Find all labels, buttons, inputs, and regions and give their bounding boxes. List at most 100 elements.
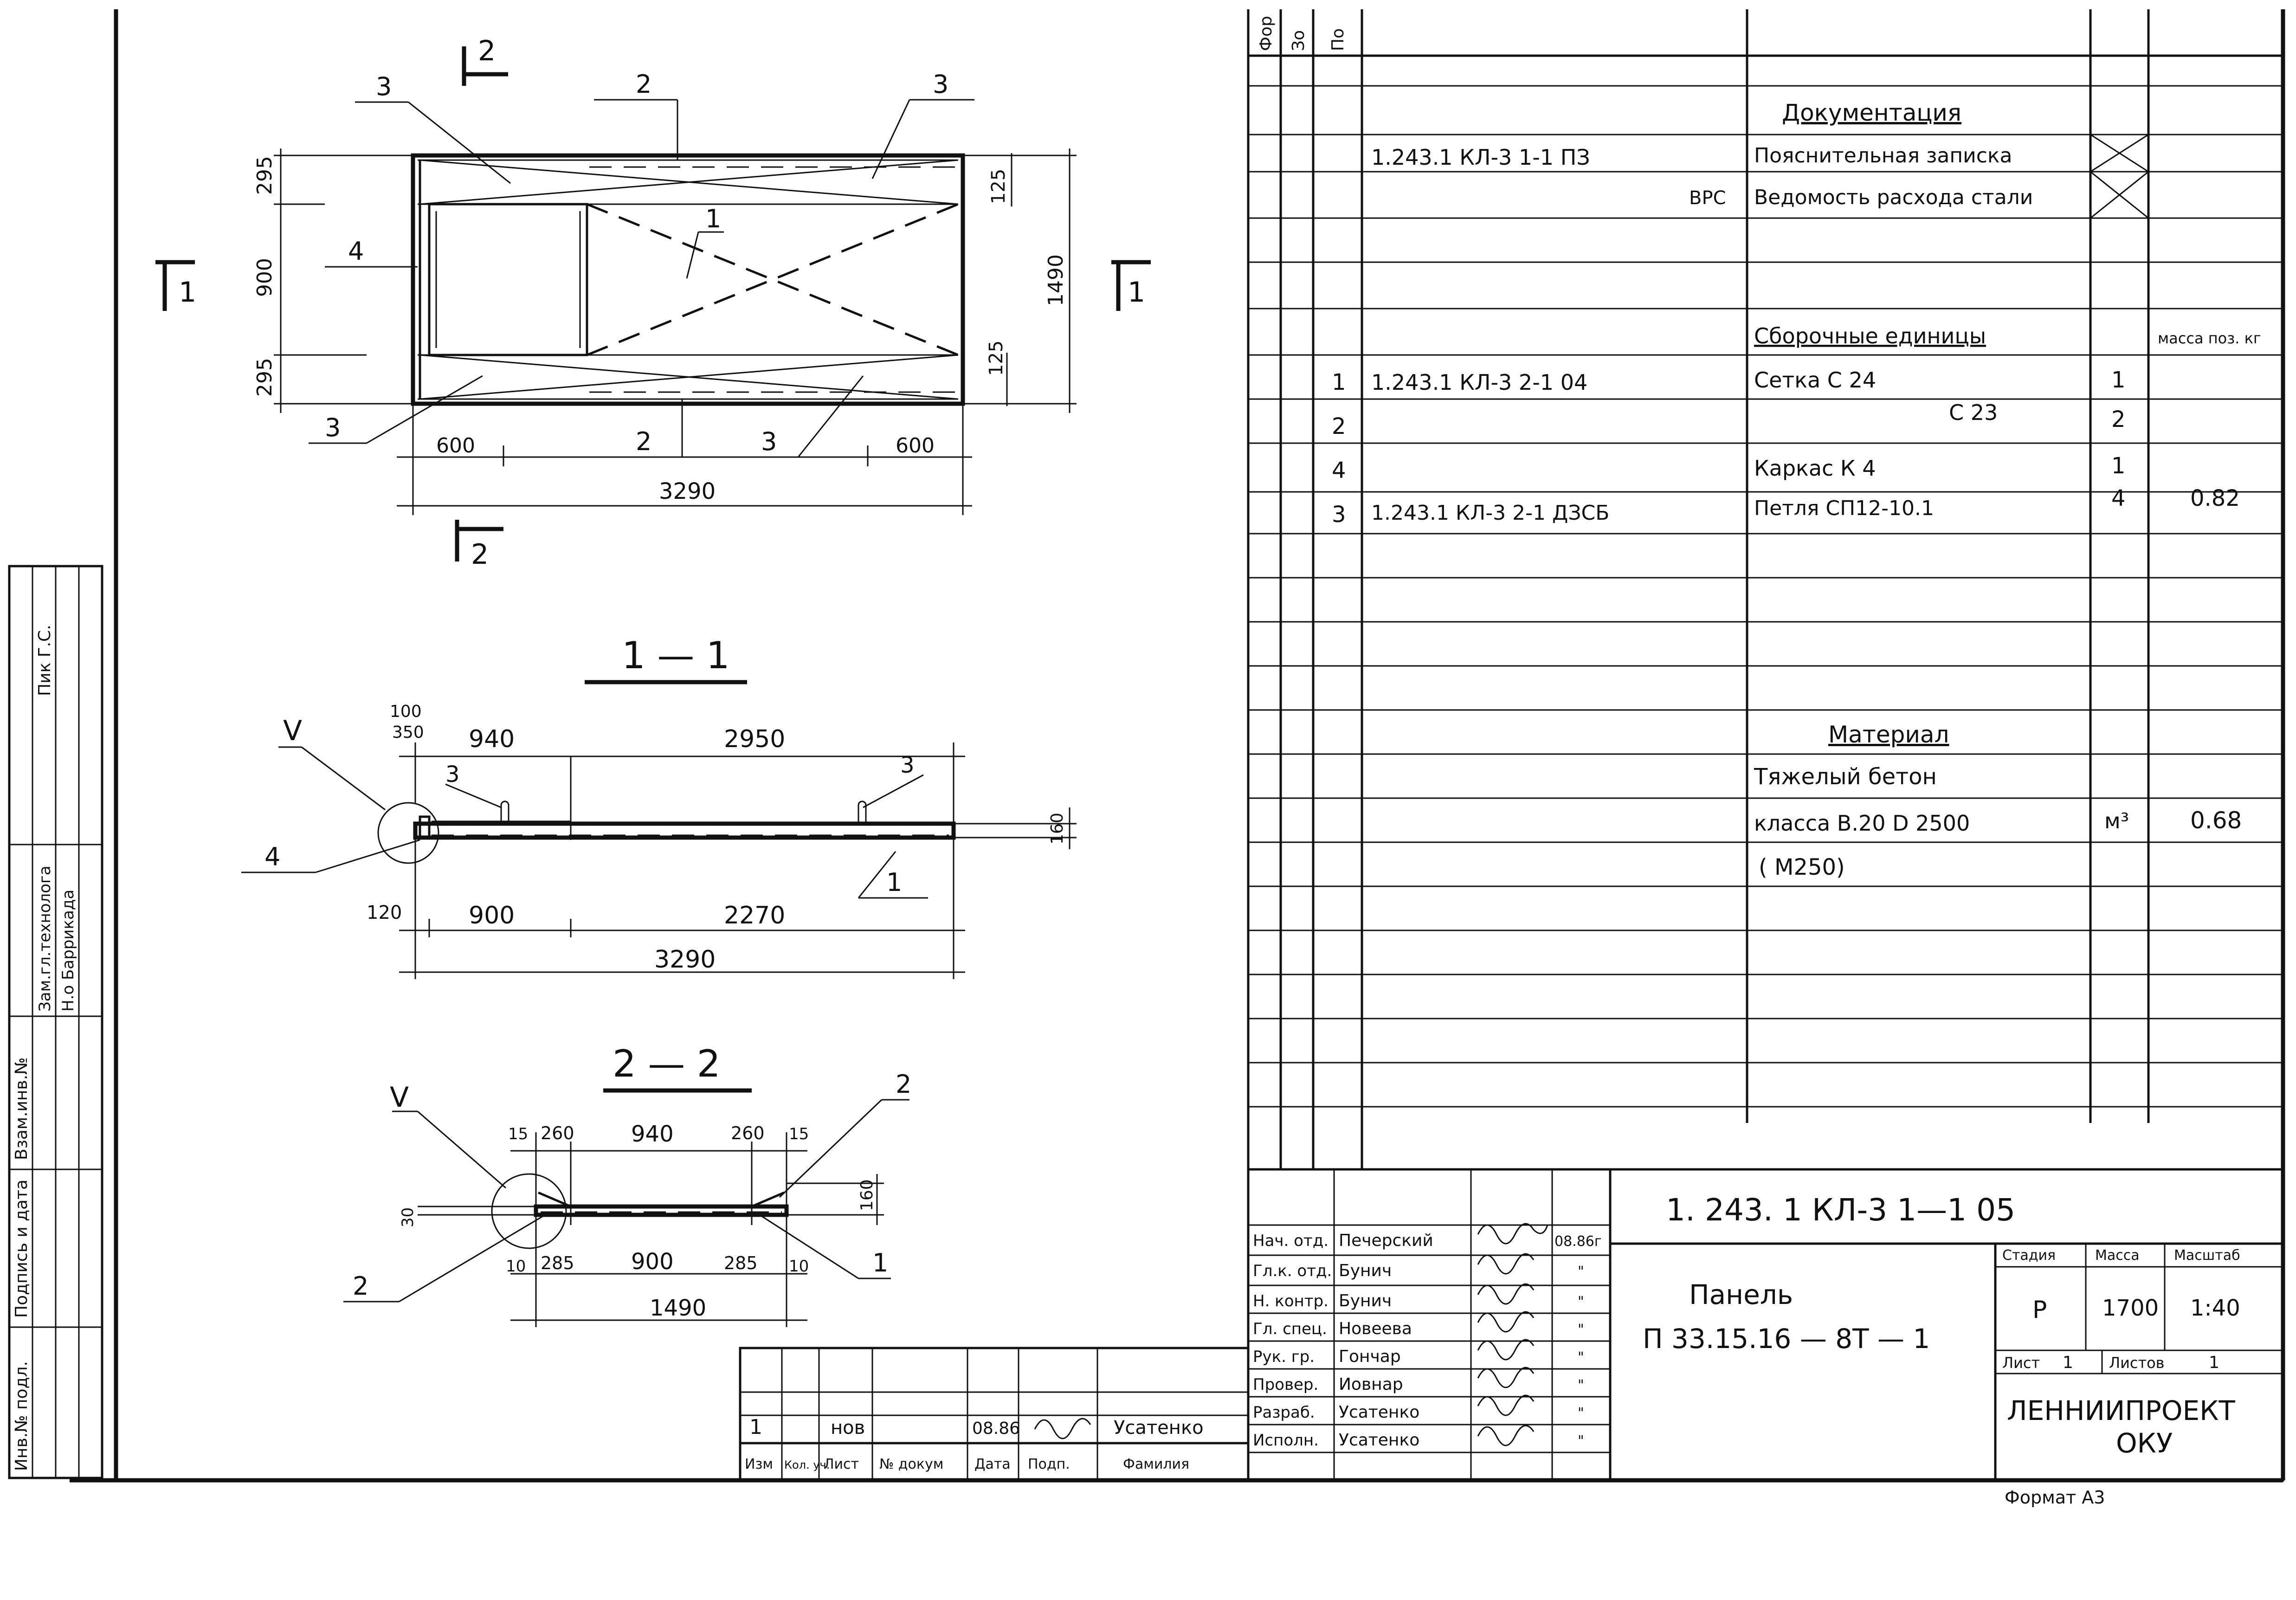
- title-block: 1. 243. 1 КЛ-3 1—1 05 Панель П 33.15.16 …: [1609, 1168, 2284, 1482]
- spec-row-2-name: Ведомость расхода стали: [1754, 186, 2033, 209]
- sig-name-5: Иовнар: [1339, 1375, 1403, 1394]
- section-1-1-dim-120: 120: [367, 902, 402, 923]
- section-2-2-dim-285-right: 285: [724, 1253, 758, 1273]
- change-header-izm: Изм: [745, 1456, 773, 1472]
- section-2-2-dim-15-right: 15: [789, 1125, 809, 1143]
- section-1-1-dim-160: 160: [1048, 813, 1067, 845]
- sig-name-6: Усатенко: [1339, 1403, 1419, 1422]
- sig-date-3: ": [1578, 1322, 1584, 1338]
- plan-callout-2-top: 2: [636, 70, 651, 99]
- section-1-1-callout-3-right: 3: [900, 752, 915, 778]
- section-2-2-dim-1490: 1490: [650, 1295, 706, 1321]
- spec-row-4-code: 1.243.1 КЛ-3 2-1 04: [1371, 370, 1587, 395]
- section-2-2-dim-160: 160: [858, 1179, 877, 1211]
- change-header-sign: Подп.: [1028, 1456, 1070, 1472]
- plan-callout-2-bottom: 2: [636, 427, 651, 456]
- specification-table: Фор Зо По Документация 1.243.1 КЛ-3 1-1 …: [1248, 9, 2283, 1171]
- spec-row-5-pos: 2: [1332, 413, 1346, 439]
- sheet-frame: [70, 9, 2285, 1483]
- plan-callout-3-topright: 3: [933, 70, 948, 99]
- change-sheet: нов: [831, 1417, 865, 1439]
- org-name: ЛЕННИИПРОЕКТ: [2007, 1395, 2235, 1426]
- sig-role-2: Н. контр.: [1253, 1292, 1329, 1310]
- plan-dim-3290: 3290: [659, 478, 716, 504]
- product-name: Панель: [1689, 1279, 1793, 1310]
- spec-row-7-code: 1.243.1 КЛ-3 2-1 ДЗСБ: [1371, 501, 1609, 525]
- sig-date-2: ": [1578, 1294, 1584, 1310]
- sig-name-0: Печерский: [1339, 1231, 1433, 1250]
- change-header-list: Лист: [824, 1456, 859, 1472]
- strip-label-replace-inv: Взам.инв.№: [12, 1057, 31, 1160]
- change-header-kol: Кол. уч.: [784, 1458, 830, 1471]
- section-mark-2-bottom: 2: [471, 538, 489, 571]
- left-binding-strip: Инв.№ подл. Подпись и дата Взам.инв.№ За…: [8, 565, 103, 1479]
- section-1-1-dim-350: 350: [392, 723, 424, 742]
- changes-table: 1 нов 08.86 Усатенко Изм Кол. уч. Лист №…: [739, 1347, 1250, 1482]
- strip-label-pik: Пик Г.С.: [35, 625, 54, 696]
- change-surname: Усатенко: [1114, 1417, 1204, 1439]
- sig-date-7: ": [1578, 1433, 1584, 1449]
- section-1-1-dim-940: 940: [469, 725, 515, 753]
- spec-row-1-name: Пояснительная записка: [1754, 144, 2012, 168]
- section-2-2-dim-260-left: 260: [541, 1123, 574, 1143]
- spec-row-1-code: 1.243.1 КЛ-3 1-1 ПЗ: [1371, 145, 1590, 170]
- sig-date-1: ": [1578, 1264, 1584, 1280]
- spec-header-mass-pos: масса поз. кг: [2158, 329, 2261, 347]
- sig-name-7: Усатенко: [1339, 1431, 1419, 1450]
- sig-date-6: ": [1578, 1405, 1584, 1421]
- section-1-1-callout-1: 1: [886, 868, 902, 897]
- section-1-1-dim-2270: 2270: [724, 902, 785, 929]
- section-1-1-callout-3-left: 3: [445, 761, 460, 787]
- change-num: 1: [749, 1415, 762, 1439]
- dept-name: ОКУ: [2116, 1427, 2173, 1459]
- section-2-2-dim-260-right: 260: [731, 1123, 765, 1143]
- plan-dim-295-bottom: 295: [253, 358, 277, 397]
- plan-dim-600-right: 600: [896, 434, 935, 458]
- plan-callout-3-bottomright: 3: [761, 427, 777, 456]
- section-2-2-callout-2-right: 2: [896, 1070, 911, 1099]
- section-1-1-dim-900: 900: [469, 902, 515, 929]
- section-2-2-callout-1: 1: [872, 1248, 888, 1277]
- spec-row-lines: [1248, 85, 2283, 1171]
- sig-role-3: Гл. спец.: [1253, 1320, 1327, 1338]
- spec-row-7-mass: 0.82: [2190, 485, 2240, 511]
- plan-dim-125-top: 125: [988, 169, 1009, 204]
- spec-row-concrete-volume: 0.68: [2190, 807, 2242, 834]
- spec-header-format: Фор: [1257, 16, 1276, 51]
- spec-row-4-pos: 1: [1332, 369, 1346, 395]
- spec-row-6-qty: 1: [2111, 453, 2126, 479]
- format-label: Формат А3: [2005, 1487, 2105, 1508]
- change-date: 08.86: [972, 1419, 1020, 1438]
- plan-dim-295-top: 295: [253, 156, 277, 195]
- plan-callout-3-topleft: 3: [376, 72, 392, 101]
- plan-dim-125-bottom: 125: [986, 341, 1007, 376]
- sig-role-7: Исполн.: [1253, 1431, 1319, 1450]
- spec-row-concrete: Тяжелый бетон: [1754, 764, 1937, 790]
- sig-role-5: Провер.: [1253, 1375, 1318, 1394]
- scale-value: 1:40: [2190, 1295, 2240, 1321]
- spec-row-assembly: Сборочные единицы: [1754, 323, 1986, 348]
- spec-row-concrete-unit: м³: [2104, 808, 2129, 833]
- section-2-2-dim-10-left: 10: [506, 1257, 526, 1276]
- sig-name-4: Гончар: [1339, 1347, 1401, 1366]
- section-1-1-node-mark: V: [283, 715, 302, 747]
- section-2-2-dim-10-right: 10: [789, 1257, 809, 1276]
- spec-row-6-name: Каркас К 4: [1754, 456, 1876, 481]
- spec-row-documentation: Документация: [1782, 99, 1961, 126]
- section-2-2-dim-30: 30: [399, 1207, 417, 1227]
- spec-row-concrete-grade: ( М250): [1759, 854, 1845, 880]
- plan-callout-4-left: 4: [348, 237, 364, 266]
- spec-row-material: Материал: [1828, 721, 1949, 748]
- section-mark-1-left: 1: [179, 276, 196, 309]
- strip-label-sign-date: Подпись и дата: [12, 1180, 31, 1318]
- spec-row-5-qty: 2: [2111, 406, 2126, 432]
- sheet-value: 1: [2063, 1353, 2073, 1372]
- scale-label: Масштаб: [2174, 1247, 2240, 1264]
- sheets-label: Листов: [2109, 1354, 2165, 1372]
- section-2-2-callout-2-left: 2: [353, 1271, 368, 1301]
- change-header-date: Дата: [974, 1456, 1011, 1472]
- spec-row-concrete-class: класса В.20 D 2500: [1754, 811, 1970, 836]
- sig-role-6: Разраб.: [1253, 1403, 1315, 1422]
